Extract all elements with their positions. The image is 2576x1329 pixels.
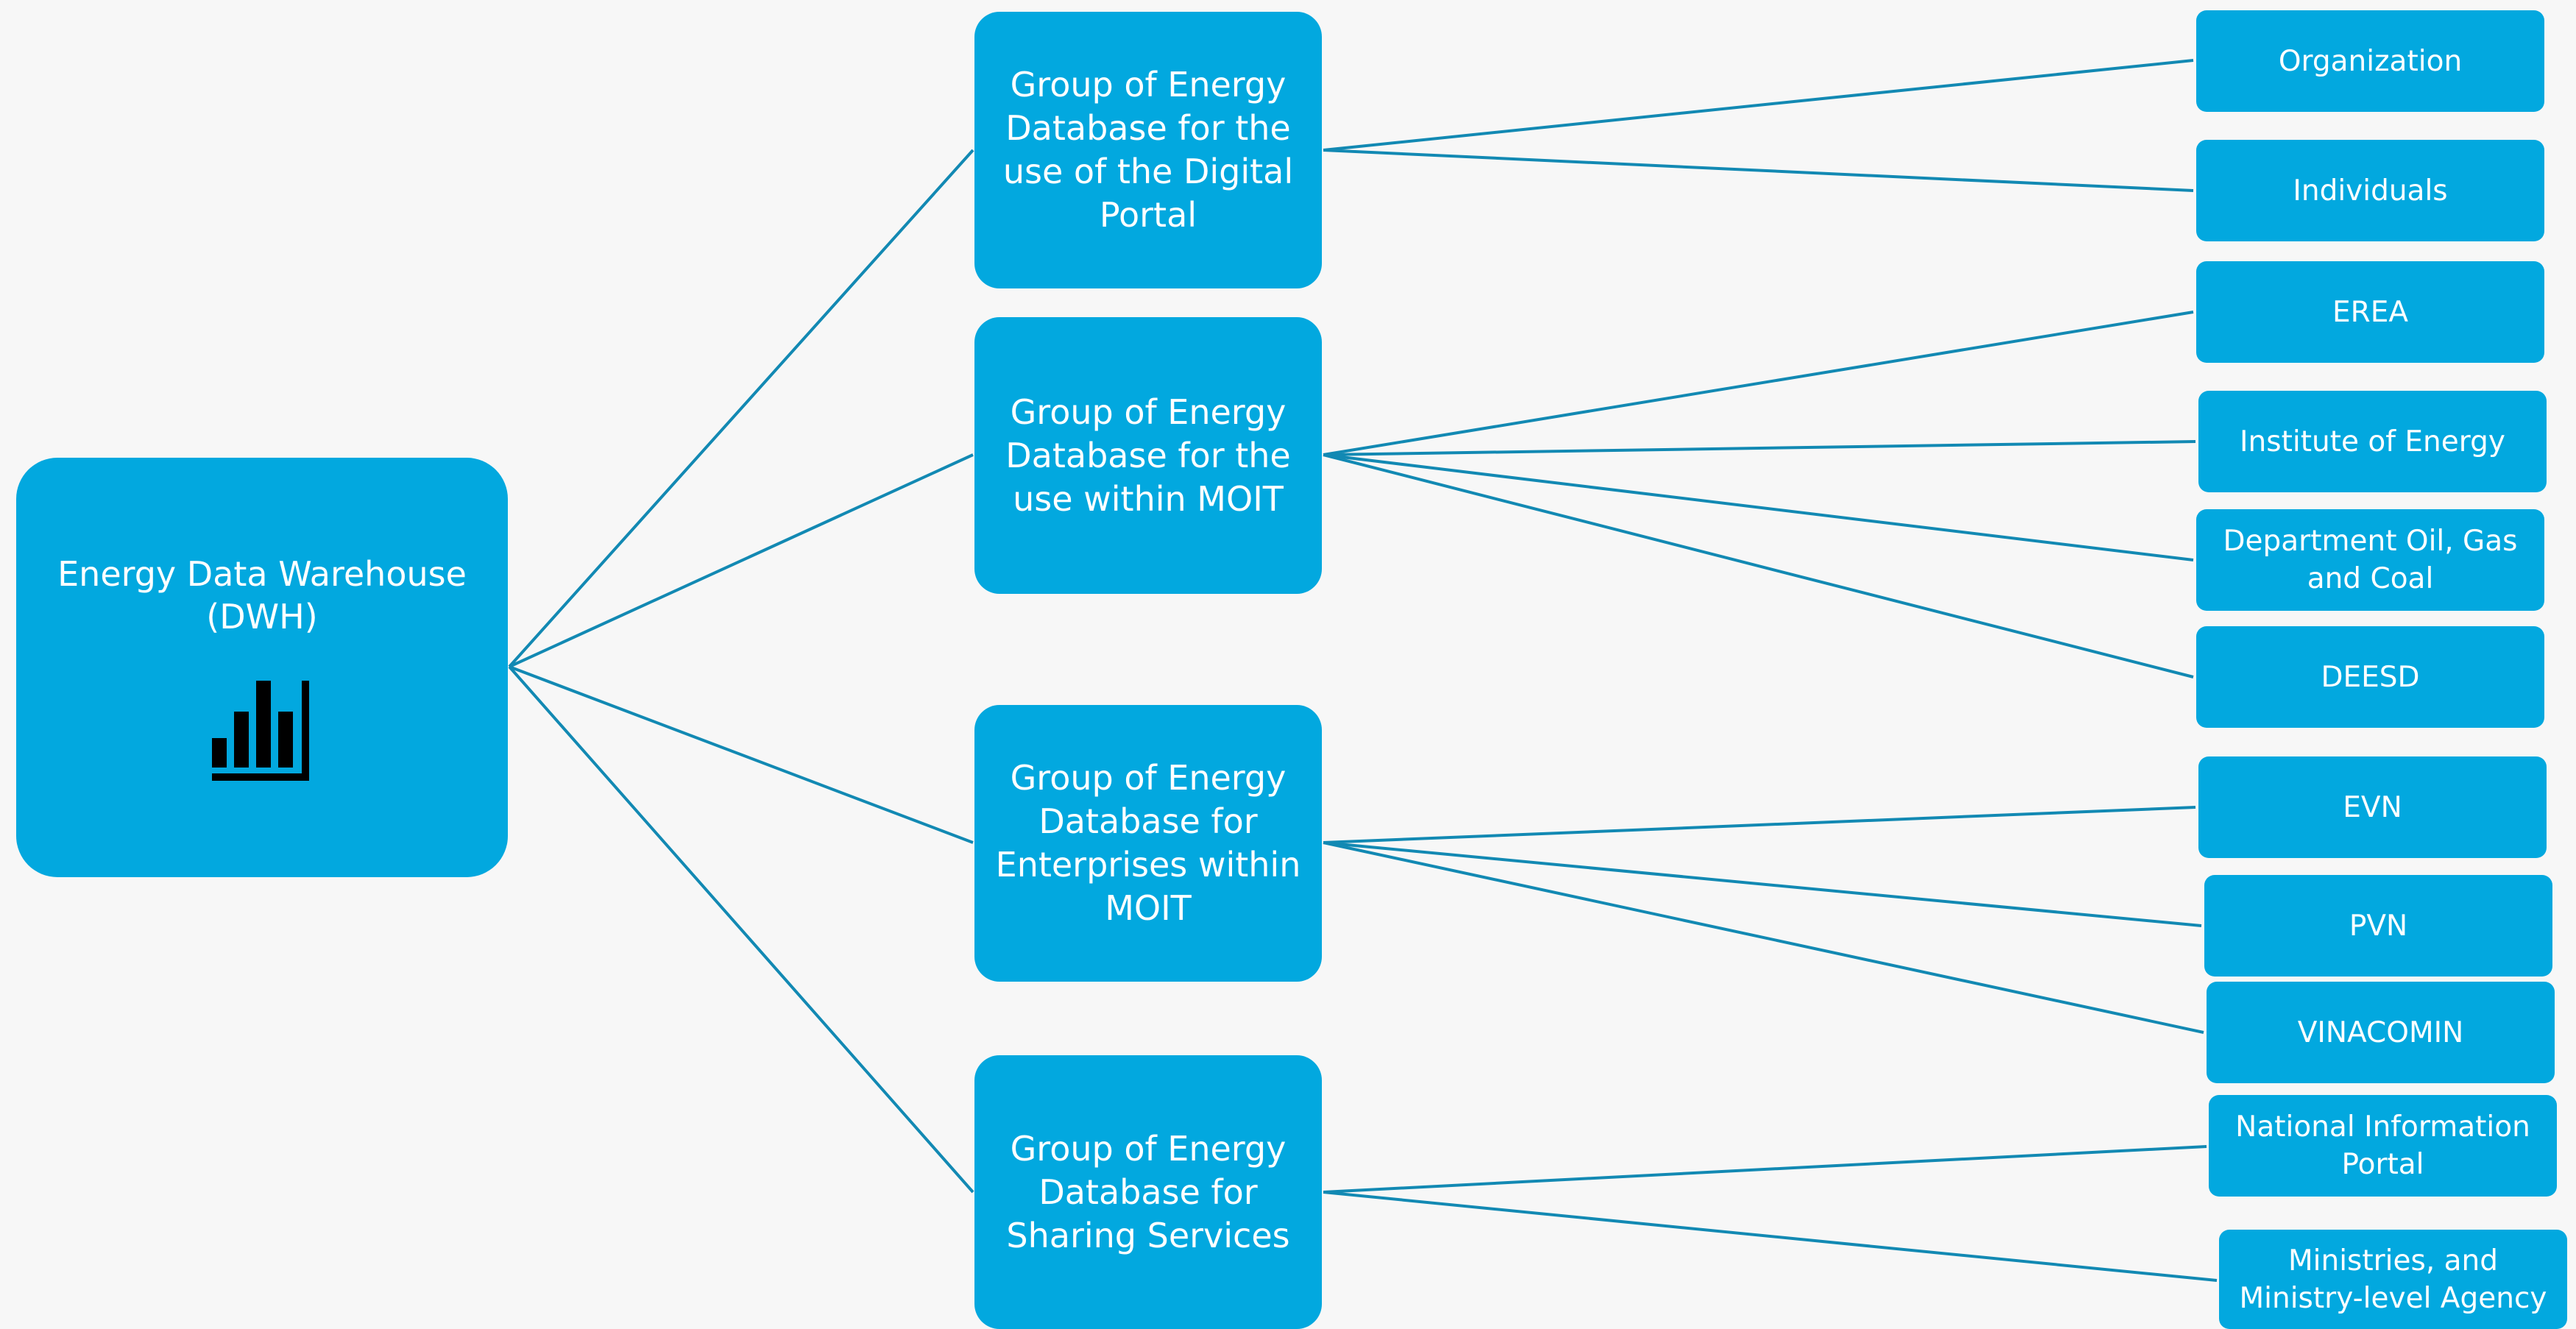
- connector-portal-organization: [1323, 59, 2194, 152]
- group-node-digital-portal-label: Group of Energy Database for the use of …: [1002, 65, 1294, 235]
- leaf-node-ministries: Ministries, and Ministry-level Agency: [2219, 1230, 2567, 1329]
- leaf-node-national-information-portal-label: National Information Portal: [2235, 1110, 2530, 1181]
- connector-root-group-portal: [508, 149, 974, 668]
- connector-root-group-moit: [509, 453, 974, 668]
- connector-sharing-ministries: [1323, 1191, 2218, 1282]
- leaf-node-organization-label: Organization: [2278, 44, 2463, 78]
- connector-moit-erea: [1323, 311, 2194, 456]
- leaf-node-department-oil-gas-coal: Department Oil, Gas and Coal: [2196, 509, 2544, 611]
- leaf-node-pvn: PVN: [2204, 875, 2552, 977]
- leaf-node-evn-label: EVN: [2343, 790, 2402, 824]
- leaf-node-ministries-label: Ministries, and Ministry-level Agency: [2239, 1244, 2547, 1315]
- leaf-node-institute-of-energy-label: Institute of Energy: [2240, 425, 2505, 458]
- group-node-sharing-services-label: Group of Energy Database for Sharing Ser…: [1006, 1128, 1290, 1255]
- leaf-node-vinacomin-label: VINACOMIN: [2297, 1016, 2464, 1049]
- connector-sharing-national-information-portal: [1323, 1145, 2207, 1194]
- leaf-node-deesd-label: DEESD: [2321, 660, 2420, 694]
- leaf-node-department-oil-gas-coal-label: Department Oil, Gas and Coal: [2223, 525, 2518, 595]
- leaf-node-individuals: Individuals: [2196, 140, 2544, 241]
- bar-chart-icon: [212, 681, 309, 781]
- connector-moit-department-oil-gas-coal: [1323, 453, 2194, 561]
- group-node-enterprises-within-moit-label: Group of Energy Database for Enterprises…: [995, 758, 1301, 928]
- connector-enterprises-evn: [1323, 806, 2196, 844]
- root-node-title: Energy Data Warehouse (DWH): [57, 554, 467, 637]
- leaf-node-erea: EREA: [2196, 261, 2544, 363]
- connector-enterprises-pvn: [1323, 841, 2202, 927]
- connector-moit-institute-of-energy: [1323, 440, 2196, 456]
- group-node-digital-portal: Group of Energy Database for the use of …: [974, 12, 1322, 288]
- connector-root-group-sharing: [508, 665, 974, 1194]
- connector-portal-individuals: [1323, 149, 2194, 192]
- leaf-node-vinacomin: VINACOMIN: [2207, 982, 2555, 1083]
- leaf-node-erea-label: EREA: [2332, 295, 2409, 329]
- connector-moit-deesd: [1323, 453, 2194, 678]
- root-node-energy-data-warehouse: Energy Data Warehouse (DWH): [16, 458, 508, 877]
- leaf-node-evn: EVN: [2198, 756, 2547, 858]
- leaf-node-deesd: DEESD: [2196, 626, 2544, 728]
- group-node-enterprises-within-moit: Group of Energy Database for Enterprises…: [974, 705, 1322, 982]
- leaf-node-pvn-label: PVN: [2349, 909, 2408, 943]
- group-node-within-moit: Group of Energy Database for the use wit…: [974, 317, 1322, 594]
- leaf-node-national-information-portal: National Information Portal: [2209, 1095, 2557, 1197]
- leaf-node-institute-of-energy: Institute of Energy: [2198, 391, 2547, 492]
- leaf-node-organization: Organization: [2196, 10, 2544, 112]
- group-node-sharing-services: Group of Energy Database for Sharing Ser…: [974, 1055, 1322, 1329]
- leaf-node-individuals-label: Individuals: [2293, 174, 2448, 208]
- group-node-within-moit-label: Group of Energy Database for the use wit…: [1005, 391, 1291, 519]
- connector-enterprises-vinacomin: [1323, 841, 2204, 1034]
- connector-root-group-enterprises: [509, 665, 974, 844]
